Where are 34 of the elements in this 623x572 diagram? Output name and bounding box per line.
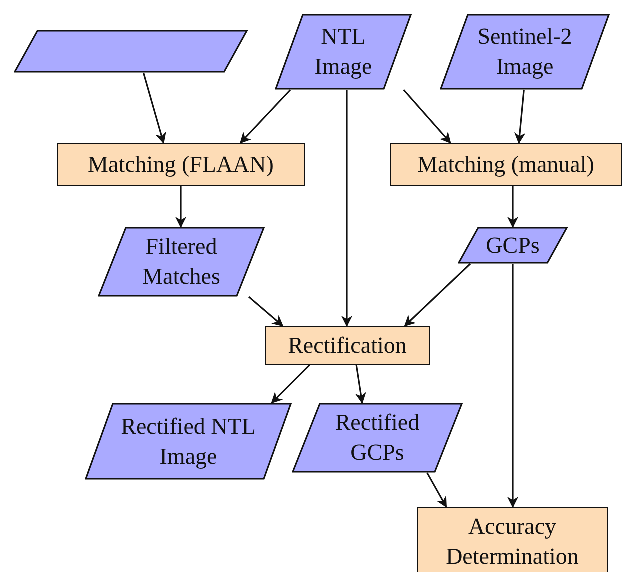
node-label: Accuracy Determination (445, 513, 580, 571)
process-box (57, 143, 305, 186)
data-parallelogram (292, 403, 463, 473)
node-label: Rectification (288, 332, 407, 360)
arrow (404, 263, 472, 327)
node-label: Rectified GCPs (334, 409, 421, 467)
node-label: NTL Image (314, 23, 374, 81)
arrow (142, 72, 166, 144)
node-label: Matching (manual) (418, 150, 594, 179)
data-parallelogram (14, 30, 248, 73)
process-box (390, 143, 622, 186)
data-parallelogram (275, 14, 412, 90)
node-label: Filtered Matches (142, 233, 222, 291)
node-label: Rectified NTL Image (120, 412, 257, 471)
data-parallelogram (85, 403, 292, 480)
arrow (271, 364, 311, 404)
process-box (417, 507, 608, 572)
arrow (355, 364, 366, 404)
arrow (403, 89, 452, 144)
arrow (514, 90, 526, 144)
arrow (248, 296, 284, 327)
arrow (175, 186, 187, 228)
arrow (240, 89, 292, 144)
data-parallelogram (98, 227, 265, 297)
node-label: Matching (FLAAN) (88, 150, 274, 179)
arrow (507, 264, 519, 508)
arrow (341, 90, 353, 328)
arrow (507, 186, 519, 228)
data-parallelogram (440, 14, 610, 90)
node-label: Sentinel-2 Image (476, 23, 574, 81)
process-box (265, 326, 430, 365)
node-label: GCPs (486, 232, 540, 260)
arrow (426, 472, 448, 508)
data-parallelogram (458, 227, 568, 264)
